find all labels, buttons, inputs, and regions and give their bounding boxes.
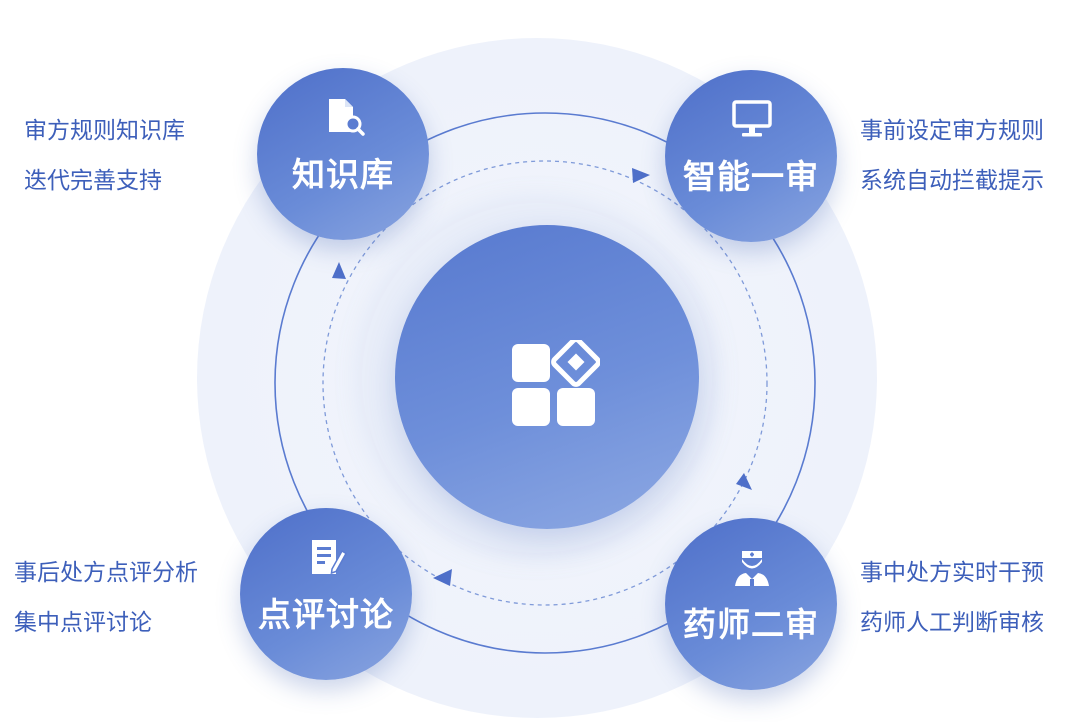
edit-document-icon [312, 540, 348, 575]
arrow-top-right [632, 168, 650, 183]
arrow-bottom-left [433, 569, 452, 586]
pharmacist-icon [735, 551, 769, 586]
description-line: 事前设定审方规则 [860, 118, 1044, 144]
monitor-icon [732, 100, 772, 137]
node-first-review: 智能一审 [665, 70, 837, 242]
description-line: 事后处方点评分析 [14, 560, 198, 586]
arrow-right-bottom [736, 473, 752, 490]
app-grid-icon [512, 340, 600, 426]
node-title: 药师二审 [683, 605, 819, 644]
outer-ring [274, 112, 816, 654]
description-line: 药师人工判断审核 [860, 610, 1044, 636]
description-line: 集中点评讨论 [14, 610, 152, 636]
node-review-discussion: 点评讨论 [240, 508, 412, 680]
document-search-icon [329, 99, 365, 136]
knowledge-description: 审方规则知识库 迭代完善支持 [24, 106, 185, 206]
node-title: 智能一审 [683, 157, 819, 196]
first-review-description: 事前设定审方规则 系统自动拦截提示 [860, 106, 1044, 206]
review-discussion-description: 事后处方点评分析 集中点评讨论 [14, 548, 198, 648]
description-line: 事中处方实时干预 [860, 560, 1044, 586]
node-second-review: 药师二审 [665, 518, 837, 690]
node-title: 点评讨论 [258, 595, 394, 634]
node-knowledge-base: 知识库 [257, 68, 429, 240]
node-title: 知识库 [292, 155, 394, 194]
description-line: 迭代完善支持 [24, 168, 162, 194]
description-line: 系统自动拦截提示 [860, 168, 1044, 194]
arrow-left-top [332, 262, 346, 279]
inner-dashed-ring [322, 160, 768, 606]
second-review-description: 事中处方实时干预 药师人工判断审核 [860, 548, 1044, 648]
description-line: 审方规则知识库 [24, 118, 185, 144]
